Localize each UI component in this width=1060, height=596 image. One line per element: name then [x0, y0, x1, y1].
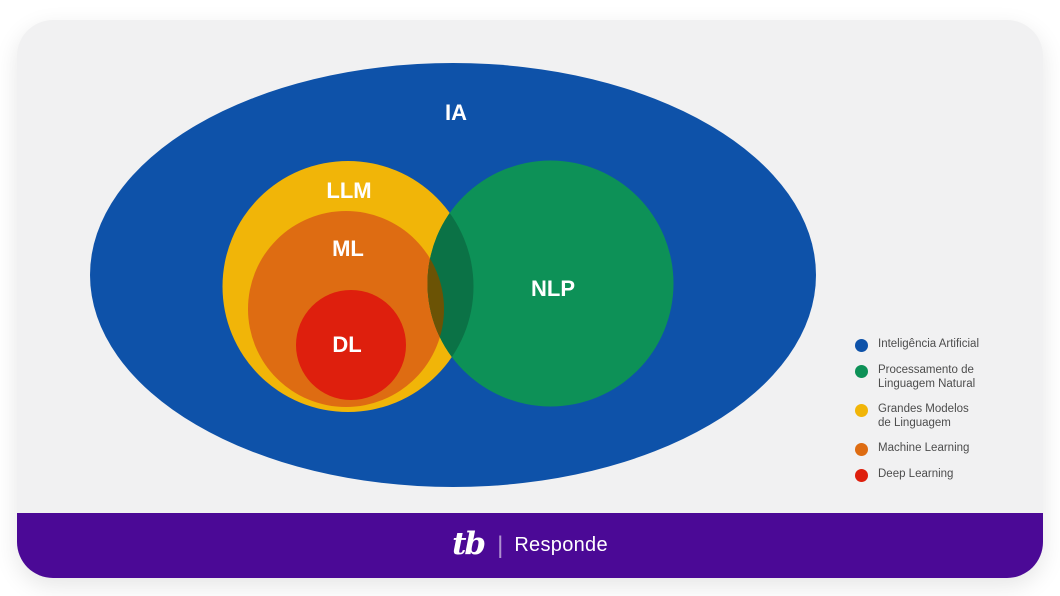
footer-bar: tb | Responde — [17, 513, 1043, 578]
legend-label: Machine Learning — [878, 442, 969, 456]
footer-title: Responde — [514, 534, 608, 556]
infographic-card: IA LLM ML DL NLP Inteligência Artificial… — [17, 20, 1043, 578]
legend-line: Inteligência Artificial — [878, 338, 979, 350]
legend-line: Grandes Modelos — [878, 403, 969, 416]
venn-diagram: IA LLM ML DL NLP — [90, 63, 816, 487]
legend-dot-blue — [855, 339, 868, 352]
legend-label: Processamento de Linguagem Natural — [878, 364, 975, 391]
legend-item-deep-learning: Deep Learning — [855, 468, 1035, 483]
legend-item-inteligencia-artificial: Inteligência Artificial — [855, 338, 1035, 352]
legend: Inteligência Artificial Processamento de… — [855, 338, 1035, 483]
dl-label: DL — [332, 332, 361, 357]
legend-item-grandes-modelos-linguagem: Grandes Modelos de Linguagem — [855, 403, 1035, 430]
legend-item-processamento-linguagem-natural: Processamento de Linguagem Natural — [855, 364, 1035, 391]
nlp-label: NLP — [531, 276, 575, 301]
legend-dot-red — [855, 469, 868, 483]
llm-label: LLM — [326, 178, 371, 203]
legend-label: Deep Learning — [878, 468, 953, 482]
legend-dot-yellow — [855, 404, 868, 418]
legend-line: Deep Learning — [878, 468, 954, 481]
legend-item-machine-learning: Machine Learning — [855, 442, 1035, 457]
legend-label: Inteligência Artificial — [878, 338, 979, 352]
dl-circle — [296, 290, 406, 400]
legend-line: Machine Learning — [878, 442, 970, 455]
ia-label: IA — [445, 100, 467, 125]
legend-label: Grandes Modelos de Linguagem — [878, 403, 969, 430]
nlp-circle — [427, 160, 674, 407]
legend-dot-orange — [855, 443, 868, 457]
tb-logo: tb — [452, 525, 486, 562]
legend-dot-green — [855, 365, 868, 378]
legend-line: Processamento de — [878, 364, 974, 376]
legend-line: Linguagem Natural — [878, 377, 976, 390]
legend-line: de Linguagem — [878, 416, 951, 429]
ml-label: ML — [332, 236, 364, 261]
footer-separator: | — [497, 531, 504, 559]
